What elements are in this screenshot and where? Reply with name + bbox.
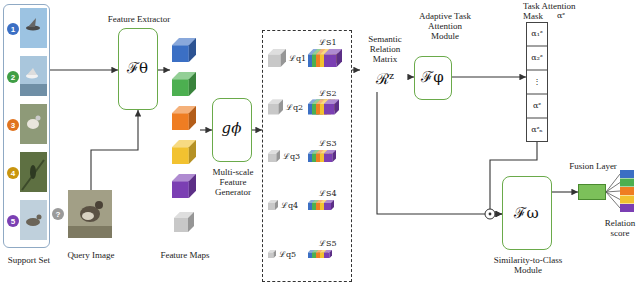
class-circle: 1	[7, 23, 19, 35]
mask-cells	[526, 46, 548, 118]
feature-label: ℒq3	[283, 152, 305, 162]
output-label: Relation score	[603, 218, 637, 238]
class-circle: 4	[7, 167, 19, 179]
node-label: Support Set	[0, 255, 58, 265]
mask-entry: ⋮	[527, 77, 547, 87]
relation-matrix: Semantic Relation Matrixℛᶻ	[360, 34, 410, 92]
connector-arrow	[352, 69, 360, 70]
callout-number: 3	[7, 120, 19, 131]
math-symbol: gϕ	[213, 119, 250, 137]
callout-number: 4	[7, 168, 19, 179]
feature-extractor-box: Feature Extractorℱθ	[118, 28, 158, 110]
feature-label: ℒS3	[319, 139, 341, 149]
score-fan	[606, 174, 620, 208]
mask-entry: αᶻₙ	[527, 125, 547, 135]
class-circle: 3	[7, 119, 19, 131]
connector-arrow	[552, 191, 578, 192]
callout-number: ?	[52, 209, 64, 220]
query-image: Query Image?	[68, 190, 112, 238]
support-set-box: Support Set12345	[3, 4, 50, 248]
node-label: Fusion Layer	[567, 161, 619, 171]
node-label: Similarity-to-Class Module	[481, 255, 575, 275]
connector-arrow	[200, 129, 212, 130]
connector-arrow	[377, 92, 502, 214]
math-symbol: ℛᶻ	[360, 70, 410, 88]
class-circle: 2	[7, 71, 19, 83]
mask-entry: α₂ᶻ	[527, 53, 547, 63]
callout-number: 1	[7, 24, 19, 35]
attention-module-box: Adaptive Task Attention Moduleℱφ	[414, 56, 452, 100]
callout-number: 2	[7, 72, 19, 83]
similarity-module-box: ℱωSimilarity-to-Class Module	[502, 176, 552, 250]
mask-entry: αᶻ	[527, 101, 547, 111]
math-symbol: ℱφ	[415, 68, 450, 86]
feature-label: ℒS4	[319, 189, 341, 199]
connector-arrow	[50, 69, 118, 70]
multi-scale-features: ℒq1 ℒS1ℒq2 ℒS2ℒq3 ℒS3ℒq4 ℒS4ℒq5 ℒS5	[262, 30, 352, 282]
class-circle: 5	[7, 215, 19, 227]
node-label: Feature Maps	[155, 250, 215, 260]
attention-mask: Task Attention Maskαᶻα₁ᶻα₂ᶻ⋮αᶻαᶻₙ	[526, 22, 548, 142]
connector-arrow	[91, 110, 138, 190]
score-bars	[620, 170, 634, 212]
math-symbol: αᶻ	[553, 11, 569, 21]
node-label: Adaptive Task Attention Module	[413, 11, 477, 41]
feature-label: ℒq5	[279, 250, 301, 260]
query-circle: ?	[52, 208, 64, 220]
feature-label: ℒq1	[289, 54, 311, 64]
node-label: Multi-scale Feature Generator	[203, 167, 263, 197]
generator-box: gϕMulti-scale Feature Generator	[212, 98, 252, 162]
node-label: Semantic Relation Matrix	[360, 34, 410, 64]
multi-scale-cubes	[268, 49, 342, 258]
feature-label: ℒq2	[286, 103, 308, 113]
feature-label: ℒS2	[319, 89, 341, 99]
node-label: Query Image	[62, 250, 120, 260]
feature-maps: Feature Maps	[170, 34, 200, 238]
callout-number: 5	[7, 216, 19, 227]
mask-entry: α₁ᶻ	[527, 29, 547, 39]
fusion-layer: Fusion Layer	[578, 184, 606, 200]
feature-cubes	[172, 38, 196, 232]
node-label: Feature Extractor	[97, 14, 181, 24]
feature-label: ℒq4	[281, 201, 303, 211]
math-symbol: ℱω	[503, 204, 550, 222]
query-picture	[68, 190, 112, 238]
connector-arrow	[452, 76, 526, 77]
connector-arrow	[158, 69, 170, 70]
feature-label: ℒS1	[319, 38, 341, 48]
support-images	[20, 8, 47, 240]
math-symbol: ℱθ	[119, 59, 156, 77]
feature-label: ℒS5	[319, 239, 341, 249]
connector-arrow	[252, 129, 262, 130]
